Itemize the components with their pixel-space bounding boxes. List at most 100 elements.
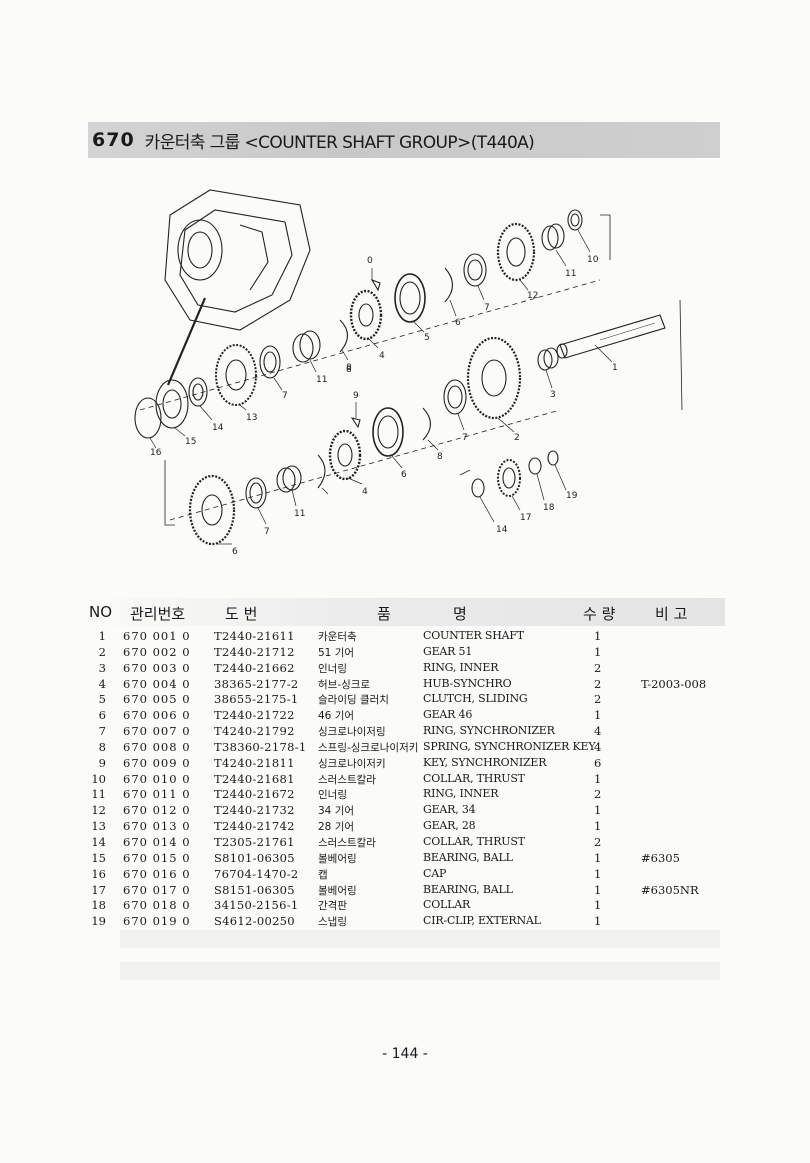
callout: 11 bbox=[316, 375, 327, 385]
cell-part: T2440-21672 bbox=[214, 787, 295, 802]
cell-kr: 카운터축 bbox=[318, 631, 357, 643]
callout: 3 bbox=[550, 390, 556, 400]
callout: 1 bbox=[612, 363, 618, 373]
cell-part: T38360-2178-1 bbox=[214, 739, 307, 754]
cell-qty: 1 bbox=[594, 803, 602, 818]
cell-no: 10 bbox=[91, 771, 106, 786]
header-name-kr: 품 bbox=[377, 605, 391, 623]
cell-no: 14 bbox=[91, 834, 106, 849]
cell-kr: 슬라이딩 클러치 bbox=[318, 694, 389, 707]
cell-en: CAP bbox=[423, 866, 447, 880]
parts-table-header: NO 관리번호 도 번 품 명 수 량 비 고 bbox=[85, 598, 725, 626]
header-name-en: 명 bbox=[453, 605, 467, 623]
cell-no: 15 bbox=[91, 850, 106, 865]
cell-code: 670 017 0 bbox=[123, 882, 191, 897]
cell-qty: 2 bbox=[594, 692, 602, 707]
callout: 18 bbox=[543, 503, 555, 513]
cell-qty: 1 bbox=[594, 898, 602, 913]
callout: 8 bbox=[437, 452, 443, 462]
cell-part: S8101-06305 bbox=[214, 850, 295, 865]
callout: 8 bbox=[346, 363, 352, 373]
cell-part: T4240-21792 bbox=[214, 724, 295, 739]
cell-kr: 볼베어링 bbox=[318, 884, 357, 897]
cell-remark: #6305NR bbox=[641, 882, 699, 897]
cell-en: COLLAR, THRUST bbox=[423, 771, 525, 785]
cell-part: 76704-1470-2 bbox=[214, 866, 299, 881]
cell-qty: 2 bbox=[594, 676, 602, 691]
cell-no: 7 bbox=[98, 724, 106, 739]
scan-artifact bbox=[120, 930, 720, 948]
cell-no: 13 bbox=[91, 819, 106, 834]
cell-part: T2440-21662 bbox=[214, 660, 295, 675]
cell-qty: 1 bbox=[594, 914, 602, 929]
callout: 6 bbox=[455, 318, 461, 328]
callout: 7 bbox=[484, 303, 490, 313]
cell-kr: 허브-싱크로 bbox=[318, 678, 371, 691]
lower-row-parts bbox=[188, 407, 559, 546]
cell-en: RING, SYNCHRONIZER bbox=[423, 724, 555, 738]
transmission-housing bbox=[164, 189, 311, 386]
cell-en: GEAR, 28 bbox=[423, 819, 476, 833]
cell-qty: 1 bbox=[594, 819, 602, 834]
exploded-parts-diagram: 0 10 11 12 5 6 7 4 8 1 3 2 7 8 11 7 13 1… bbox=[134, 189, 683, 557]
callout: 12 bbox=[527, 291, 538, 301]
cell-kr: 스러스트칼라 bbox=[318, 836, 376, 849]
cell-no: 12 bbox=[91, 803, 106, 818]
callout: 6 bbox=[401, 470, 407, 480]
cell-no: 5 bbox=[98, 692, 106, 707]
cell-en: CIR-CLIP, EXTERNAL bbox=[423, 914, 541, 928]
cell-kr: 46 기어 bbox=[318, 710, 355, 723]
cell-part: T2440-21722 bbox=[214, 708, 295, 723]
callout: 11 bbox=[565, 269, 576, 279]
cell-en: RING, INNER bbox=[423, 660, 499, 674]
cell-code: 670 018 0 bbox=[123, 898, 191, 913]
cell-code: 670 011 0 bbox=[123, 787, 191, 802]
cell-no: 1 bbox=[98, 629, 106, 643]
header-code: 관리번호 bbox=[130, 605, 186, 623]
cell-en: SPRING, SYNCHRONIZER KEY bbox=[423, 739, 596, 753]
cell-qty: 1 bbox=[594, 708, 602, 723]
cell-part: T2440-21681 bbox=[214, 771, 295, 786]
cell-en: COLLAR bbox=[423, 898, 471, 912]
cell-qty: 1 bbox=[594, 882, 602, 897]
counter-shaft bbox=[556, 314, 666, 359]
cell-part: T2440-21611 bbox=[214, 629, 295, 643]
cell-code: 670 016 0 bbox=[123, 866, 191, 881]
group-title-bar: 670 카운터축 그룹 <COUNTER SHAFT GROUP>(T440A) bbox=[88, 122, 720, 158]
cell-part: S4612-00250 bbox=[214, 914, 295, 929]
cell-qty: 4 bbox=[594, 739, 602, 754]
cell-qty: 6 bbox=[594, 755, 602, 770]
cell-code: 670 015 0 bbox=[123, 850, 191, 865]
cell-en: COLLAR, THRUST bbox=[423, 834, 525, 848]
scan-artifact bbox=[120, 962, 720, 980]
cell-part: 38655-2175-1 bbox=[214, 692, 299, 707]
cell-kr: 간격판 bbox=[318, 900, 347, 913]
cell-code: 670 009 0 bbox=[123, 755, 191, 770]
cell-no: 16 bbox=[91, 866, 106, 881]
cell-no: 9 bbox=[98, 755, 106, 770]
callout: 14 bbox=[212, 423, 224, 433]
cell-code: 670 003 0 bbox=[123, 660, 191, 675]
cell-no: 2 bbox=[98, 644, 106, 659]
cell-code: 670 013 0 bbox=[123, 819, 191, 834]
header-remark: 비 고 bbox=[655, 605, 688, 623]
cell-no: 8 bbox=[98, 739, 106, 754]
cell-code: 670 019 0 bbox=[123, 914, 191, 929]
page-number: - 144 - bbox=[382, 1046, 428, 1062]
cell-qty: 4 bbox=[594, 724, 602, 739]
cell-code: 670 006 0 bbox=[123, 708, 191, 723]
cell-code: 670 014 0 bbox=[123, 834, 191, 849]
